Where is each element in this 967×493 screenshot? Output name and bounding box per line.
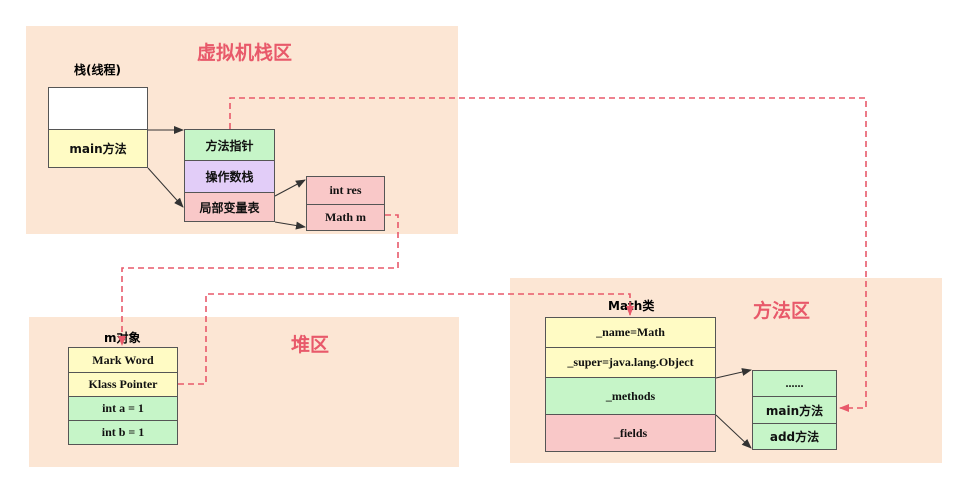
main-frame-box: main方法 [48,129,148,168]
method-region-title: 方法区 [753,300,811,322]
stack-region-title: 虚拟机栈区 [197,42,293,64]
dashed-math-m-to-m-object [118,214,399,346]
arrow-local-var-to-int-res [274,179,306,197]
main-method-box: main方法 [752,396,837,424]
class-name-box: _name=Math [545,317,716,348]
class-super-box: _super=java.lang.Object [545,347,716,378]
method-pointer-box: 方法指针 [184,129,275,161]
operand-stack-box: 操作数栈 [184,160,275,193]
heap-region-title: 堆区 [291,334,330,356]
stack-top-empty-box [48,87,148,130]
int-b-box: int b = 1 [68,420,178,445]
math-m-box: Math m [306,204,385,231]
klass-pointer-box: Klass Pointer [68,372,178,397]
add-method-box: add方法 [752,423,837,450]
dashed-klass-pointer-to-math-class [178,293,634,385]
arrow-methods-to-list-top [715,368,752,379]
arrow-methods-to-list-bottom [715,414,752,449]
class-methods-box: _methods [545,377,716,415]
dashed-method-pointer-to-main-method [229,97,867,412]
arrow-main-to-local-var-table [147,167,184,208]
thread-stack-label: 栈(线程) [74,63,121,77]
local-var-table-box: 局部变量表 [184,192,275,222]
class-fields-box: _fields [545,414,716,452]
arrow-local-var-to-math-m [274,221,306,230]
